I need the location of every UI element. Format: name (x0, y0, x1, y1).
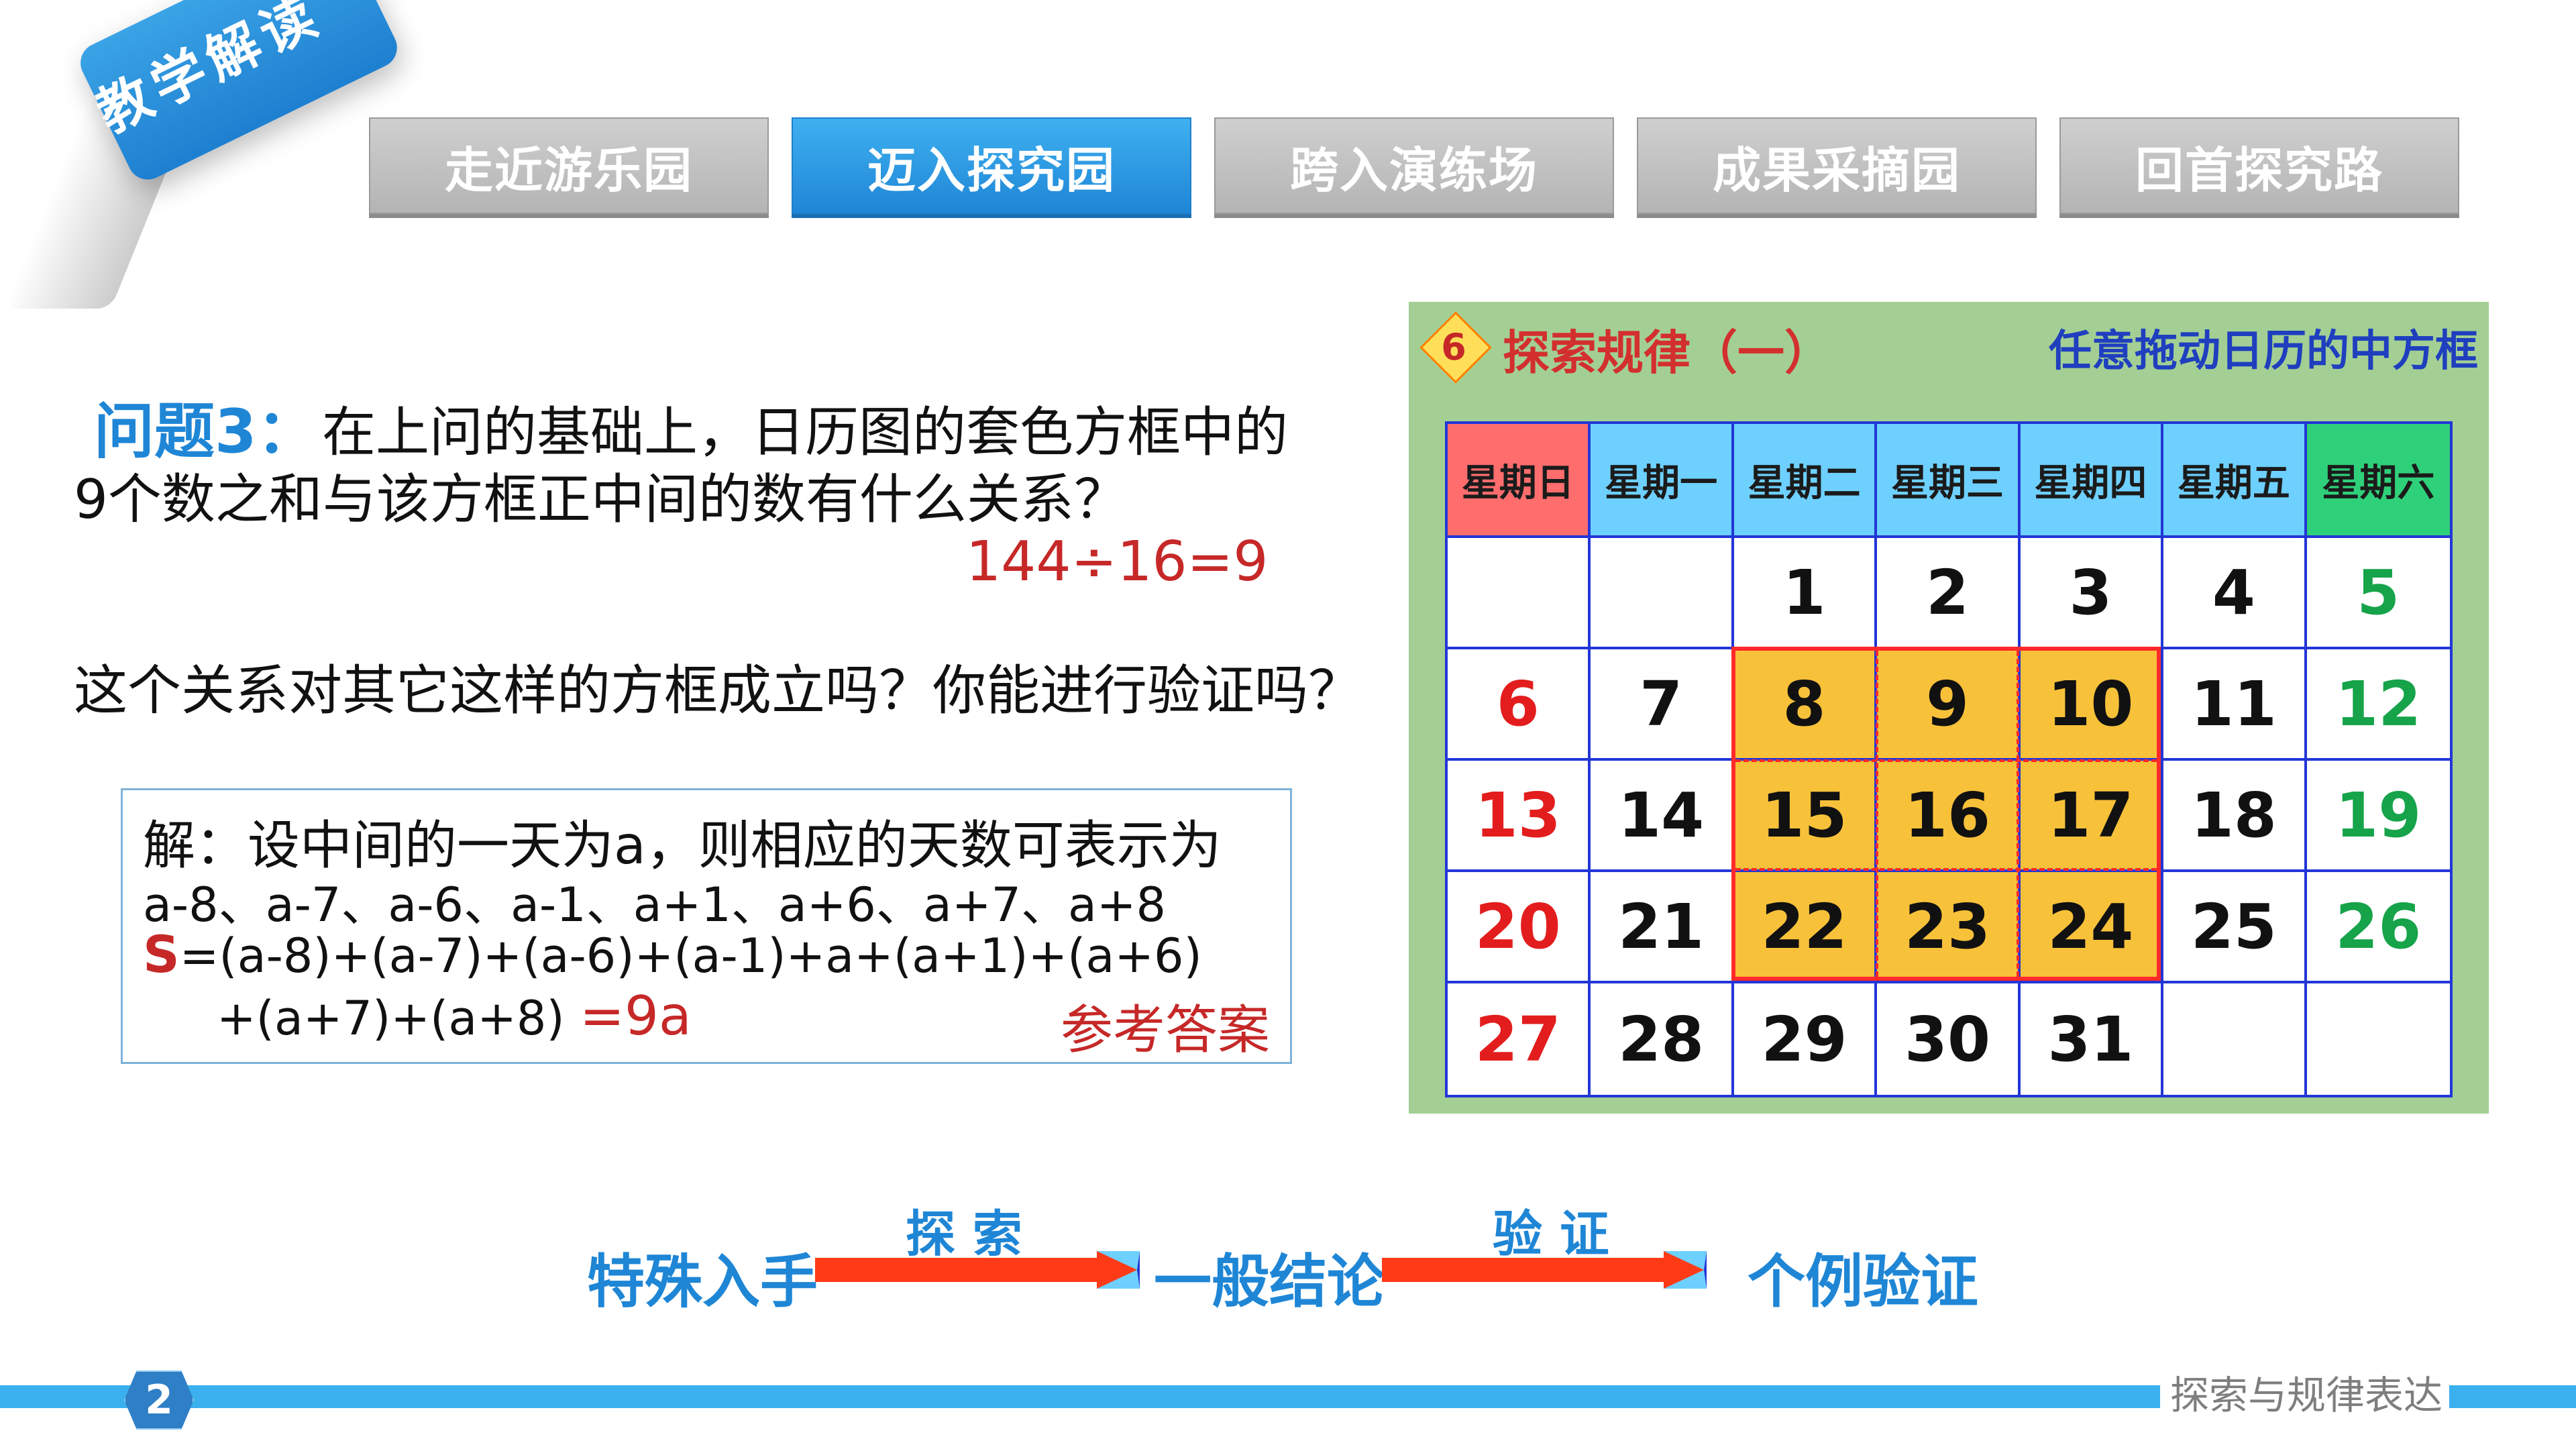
arrow-head (1664, 1251, 1707, 1289)
tab-4-label: 成果采摘园 (1712, 142, 1961, 199)
day-cell: 29 (1733, 983, 1878, 1095)
flow-step-2: 一般结论 (1154, 1248, 1385, 1316)
flow-label-explore: 探 索 (906, 1205, 1022, 1263)
solution-line-2: a-8、a-7、a-6、a-1、a+1、a+6、a+7、a+8 (143, 877, 1167, 932)
tab-3[interactable]: 跨入演练场 (1214, 117, 1614, 214)
panel-title: 探索规律（一） (1503, 325, 1831, 380)
day-cell: 18 (2163, 761, 2307, 872)
day-cell-selected[interactable]: 23 (1877, 872, 2021, 983)
day-cell: 4 (2163, 538, 2307, 649)
day-cell-selected[interactable]: 17 (2020, 761, 2164, 872)
flow-label-verify: 验 证 (1493, 1205, 1609, 1263)
arrow-right-icon (1382, 1251, 1707, 1289)
weekday-wed: 星期三 (1877, 424, 2021, 538)
weekday-sat: 星期六 (2306, 424, 2450, 538)
day-cell (1591, 538, 1734, 649)
footer-title: 探索与规律表达 (2163, 1368, 2450, 1418)
flow-step-3: 个例验证 (1748, 1248, 1978, 1316)
question-followup: 这个关系对其它这样的方框成立吗？你能进行验证吗？ (74, 659, 1362, 722)
solution-line-4-eq: =9a (579, 985, 692, 1047)
question-line-2: 9个数之和与该方框正中间的数有什么关系？ (74, 468, 1128, 531)
tab-5[interactable]: 回首探究路 (2059, 117, 2459, 214)
tab-1-label: 走近游乐园 (444, 142, 693, 199)
day-cell: 13 (1448, 761, 1591, 872)
day-cell-selected[interactable]: 8 (1733, 649, 1878, 761)
day-cell: 11 (2163, 649, 2307, 761)
reference-answer-link[interactable]: 参考答案 (1060, 1000, 1270, 1061)
day-cell (1448, 538, 1591, 649)
weekday-fri: 星期五 (2163, 424, 2307, 538)
day-cell: 6 (1448, 649, 1591, 761)
day-cell: 27 (1448, 983, 1591, 1095)
footer-bar-right (2435, 1385, 2576, 1408)
calendar-grid: 星期日 星期一 星期二 星期三 星期四 星期五 星期六 1 2 3 4 5 6 … (1445, 421, 2453, 1097)
day-cell: 14 (1591, 761, 1734, 872)
day-cell-selected[interactable]: 10 (2020, 649, 2164, 761)
day-cell: 19 (2306, 761, 2450, 872)
day-cell: 5 (2306, 538, 2450, 649)
tab-4[interactable]: 成果采摘园 (1637, 117, 2037, 214)
top-tabs: 走近游乐园 迈入探究园 跨入演练场 成果采摘园 回首探究路 (369, 117, 2459, 214)
weekday-thu: 星期四 (2020, 424, 2164, 538)
page-number-badge: 2 (124, 1371, 194, 1430)
day-cell: 28 (1591, 983, 1734, 1095)
day-cell: 25 (2163, 872, 2307, 983)
day-cell-selected-center[interactable]: 16 (1877, 761, 2021, 872)
day-cell: 12 (2306, 649, 2450, 761)
solution-line-1: 解：设中间的一天为a，则相应的天数可表示为 (143, 816, 1222, 876)
panel-number: 6 (1441, 325, 1466, 368)
tab-2[interactable]: 迈入探究园 (792, 117, 1191, 214)
day-cell: 20 (1448, 872, 1591, 983)
question-result: 144÷16=9 (966, 530, 1269, 594)
tab-1[interactable]: 走近游乐园 (369, 117, 769, 214)
weekday-tue: 星期二 (1733, 424, 1878, 538)
day-cell: 3 (2020, 538, 2164, 649)
solution-line-3: S=(a-8)+(a-7)+(a-6)+(a-1)+a+(a+1)+(a+6) (143, 924, 1202, 984)
day-cell (2163, 983, 2307, 1095)
panel-hint: 任意拖动日历的中方框 (2049, 327, 2478, 376)
question-title: 问题3： (94, 396, 317, 467)
day-cell-selected[interactable]: 22 (1733, 872, 1878, 983)
section-badge: 教学解读 (3, 0, 404, 309)
tab-5-label: 回首探究路 (2135, 142, 2383, 199)
solution-box: 解：设中间的一天为a，则相应的天数可表示为 a-8、a-7、a-6、a-1、a+… (121, 788, 1292, 1064)
tab-2-label: 迈入探究园 (867, 142, 1116, 199)
solution-line-4: +(a+7)+(a+8) =9a (217, 985, 692, 1047)
arrow-shaft (815, 1258, 1097, 1282)
arrow-head (1097, 1251, 1140, 1289)
weekday-mon: 星期一 (1591, 424, 1734, 538)
arrow-right-icon (815, 1251, 1140, 1289)
tab-3-label: 跨入演练场 (1289, 142, 1538, 199)
day-cell (2306, 983, 2450, 1095)
flow-step-1: 特殊入手 (587, 1248, 818, 1316)
arrow-shaft (1382, 1258, 1664, 1282)
day-cell: 21 (1591, 872, 1734, 983)
day-cell: 26 (2306, 872, 2450, 983)
footer-bar-left (0, 1385, 2160, 1408)
day-cell-selected[interactable]: 9 (1877, 649, 2021, 761)
solution-line-3-rest: =(a-8)+(a-7)+(a-6)+(a-1)+a+(a+1)+(a+6) (179, 928, 1202, 983)
question-line-1: 在上问的基础上，日历图的套色方框中的 (322, 401, 1288, 464)
weekday-sun: 星期日 (1448, 424, 1591, 538)
day-cell: 1 (1733, 538, 1878, 649)
day-cell: 30 (1877, 983, 2021, 1095)
sum-symbol: S (143, 924, 180, 984)
solution-line-4-text: +(a+7)+(a+8) (217, 991, 565, 1046)
calendar-panel: 6 探索规律（一） 任意拖动日历的中方框 星期日 星期一 星期二 星期三 星期四… (1409, 302, 2489, 1114)
day-cell: 2 (1877, 538, 2021, 649)
day-cell: 31 (2020, 983, 2164, 1095)
day-cell: 7 (1591, 649, 1734, 761)
day-cell-selected[interactable]: 15 (1733, 761, 1878, 872)
day-cell-selected[interactable]: 24 (2020, 872, 2164, 983)
